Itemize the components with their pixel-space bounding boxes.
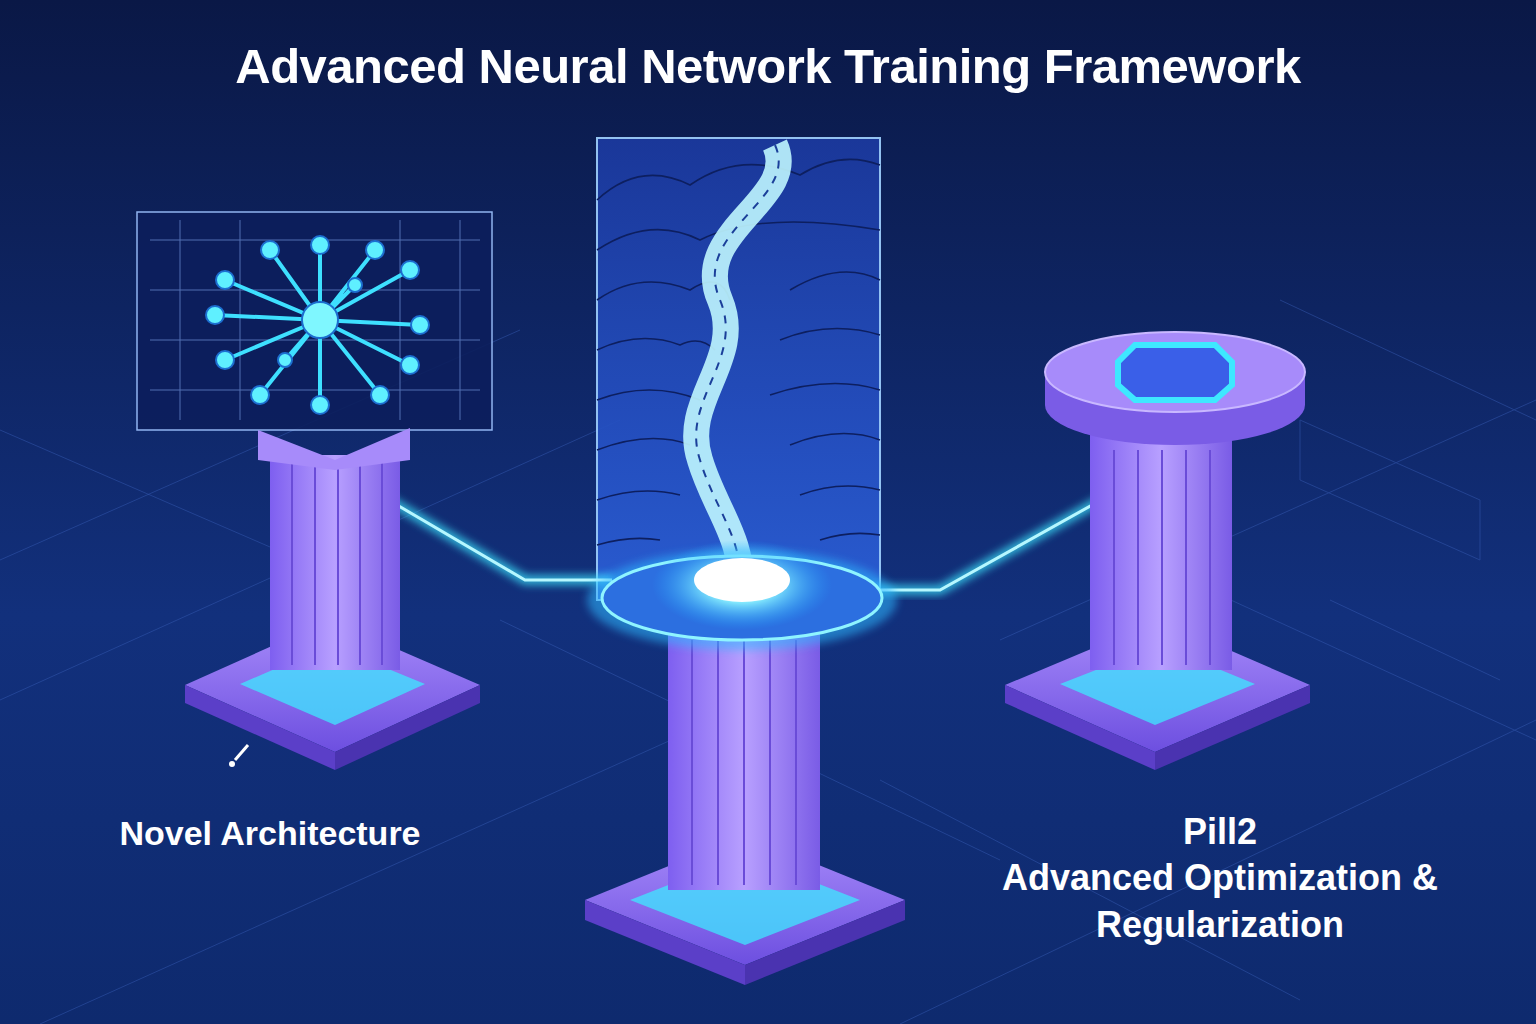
pillar-capital	[258, 428, 410, 470]
octagon-chip	[1118, 345, 1232, 400]
landscape-panel	[597, 138, 880, 600]
pin-mark	[235, 745, 248, 760]
network-links	[215, 245, 420, 405]
right-pillar	[1005, 332, 1310, 770]
pillar-shaft	[270, 455, 400, 670]
diagram-title: Advanced Neural Network Training Framewo…	[0, 38, 1536, 94]
node-label: Novel Architecture	[119, 813, 420, 854]
network-schematic	[137, 212, 492, 430]
left-pillar	[185, 428, 480, 770]
road-center-line	[696, 145, 779, 590]
pillar-node: Pill2Advanced Optimization & Regularizat…	[940, 380, 1500, 955]
network-nodes	[206, 236, 429, 414]
schematic-frame	[137, 212, 492, 430]
center-pillar	[585, 540, 905, 985]
node-description: Advanced Optimization & Regularization	[955, 855, 1485, 949]
pillar-node: Novel Architecture	[60, 420, 480, 860]
schematic-grid	[150, 220, 480, 420]
winding-road	[696, 145, 779, 590]
node-label: Pill2	[1183, 809, 1257, 856]
grid-panel	[1300, 420, 1500, 680]
panel-frame	[597, 138, 880, 600]
